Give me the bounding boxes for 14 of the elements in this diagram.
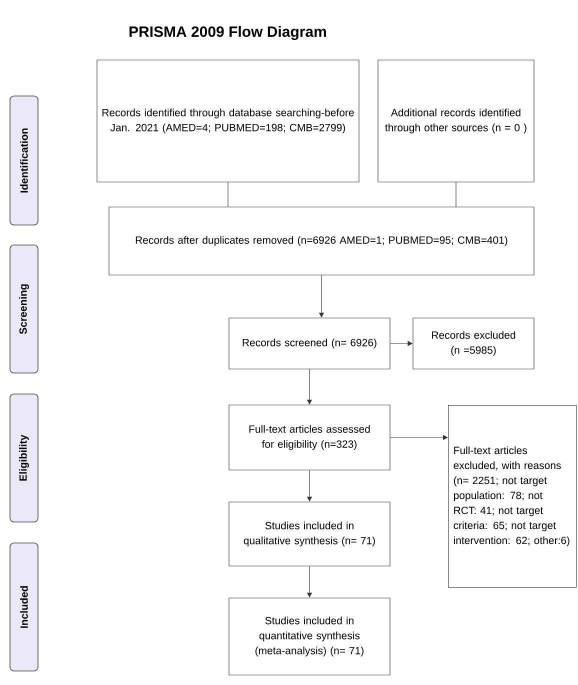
- stage-label: Eligibility: [10, 394, 38, 522]
- process-box: Records after duplicates removed (n=6926 AMED=1; PUBMED=95; CMB=401): [108, 206, 534, 276]
- stage-label: Identification: [10, 96, 38, 226]
- process-box: Full-text articles assessed for eligibility (n=323): [228, 404, 390, 470]
- process-box: Records excluded (n =5985): [412, 318, 534, 370]
- stage-label: Included: [10, 542, 38, 672]
- stage-label: Screening: [10, 244, 38, 374]
- title: PRISMA 2009 Flow Diagram: [130, 26, 326, 40]
- process-box: Studies included in quantitative synthesis (meta-analysis) (n= 71): [228, 598, 390, 676]
- process-box: Full-text articles excluded, with reasons (n= 2251; not target population: 78; not RCT: 41; not target criteria: 65; not target intervention: 62; other:6): [448, 405, 577, 588]
- process-box: Records identified through database searching-before Jan. 2021 (AMED=4; PUBMED=198; CMB=2799): [96, 60, 360, 182]
- process-box: Studies included in qualitative synthesis (n= 71): [228, 502, 390, 566]
- process-box: Additional records identified through other sources (n = 0 ): [378, 60, 534, 182]
- process-box: Records screened (n= 6926): [228, 318, 390, 370]
